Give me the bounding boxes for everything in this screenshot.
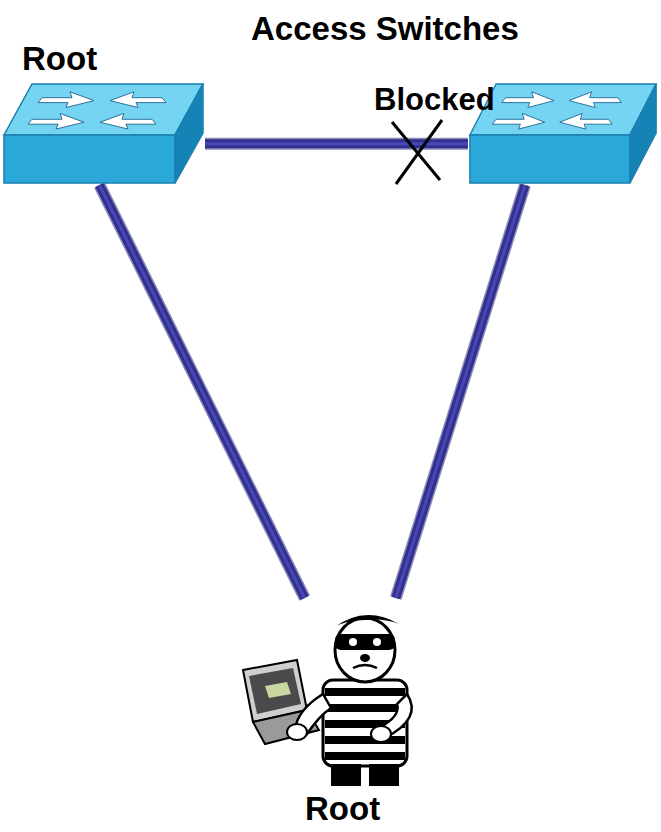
node-label: Root xyxy=(305,790,380,828)
link-line xyxy=(205,143,468,144)
diagram-title: Access Switches xyxy=(251,10,519,48)
link-line xyxy=(99,185,304,598)
link-line xyxy=(396,185,525,598)
switch-icon xyxy=(468,82,658,185)
switch-node xyxy=(468,82,658,185)
edge-label: Blocked xyxy=(374,82,495,118)
attacker-node: Root xyxy=(235,598,475,788)
node-label: Root xyxy=(22,40,97,78)
switch-node: Root xyxy=(2,82,205,185)
attacker-figure xyxy=(235,598,475,788)
switch-icon xyxy=(2,82,205,185)
